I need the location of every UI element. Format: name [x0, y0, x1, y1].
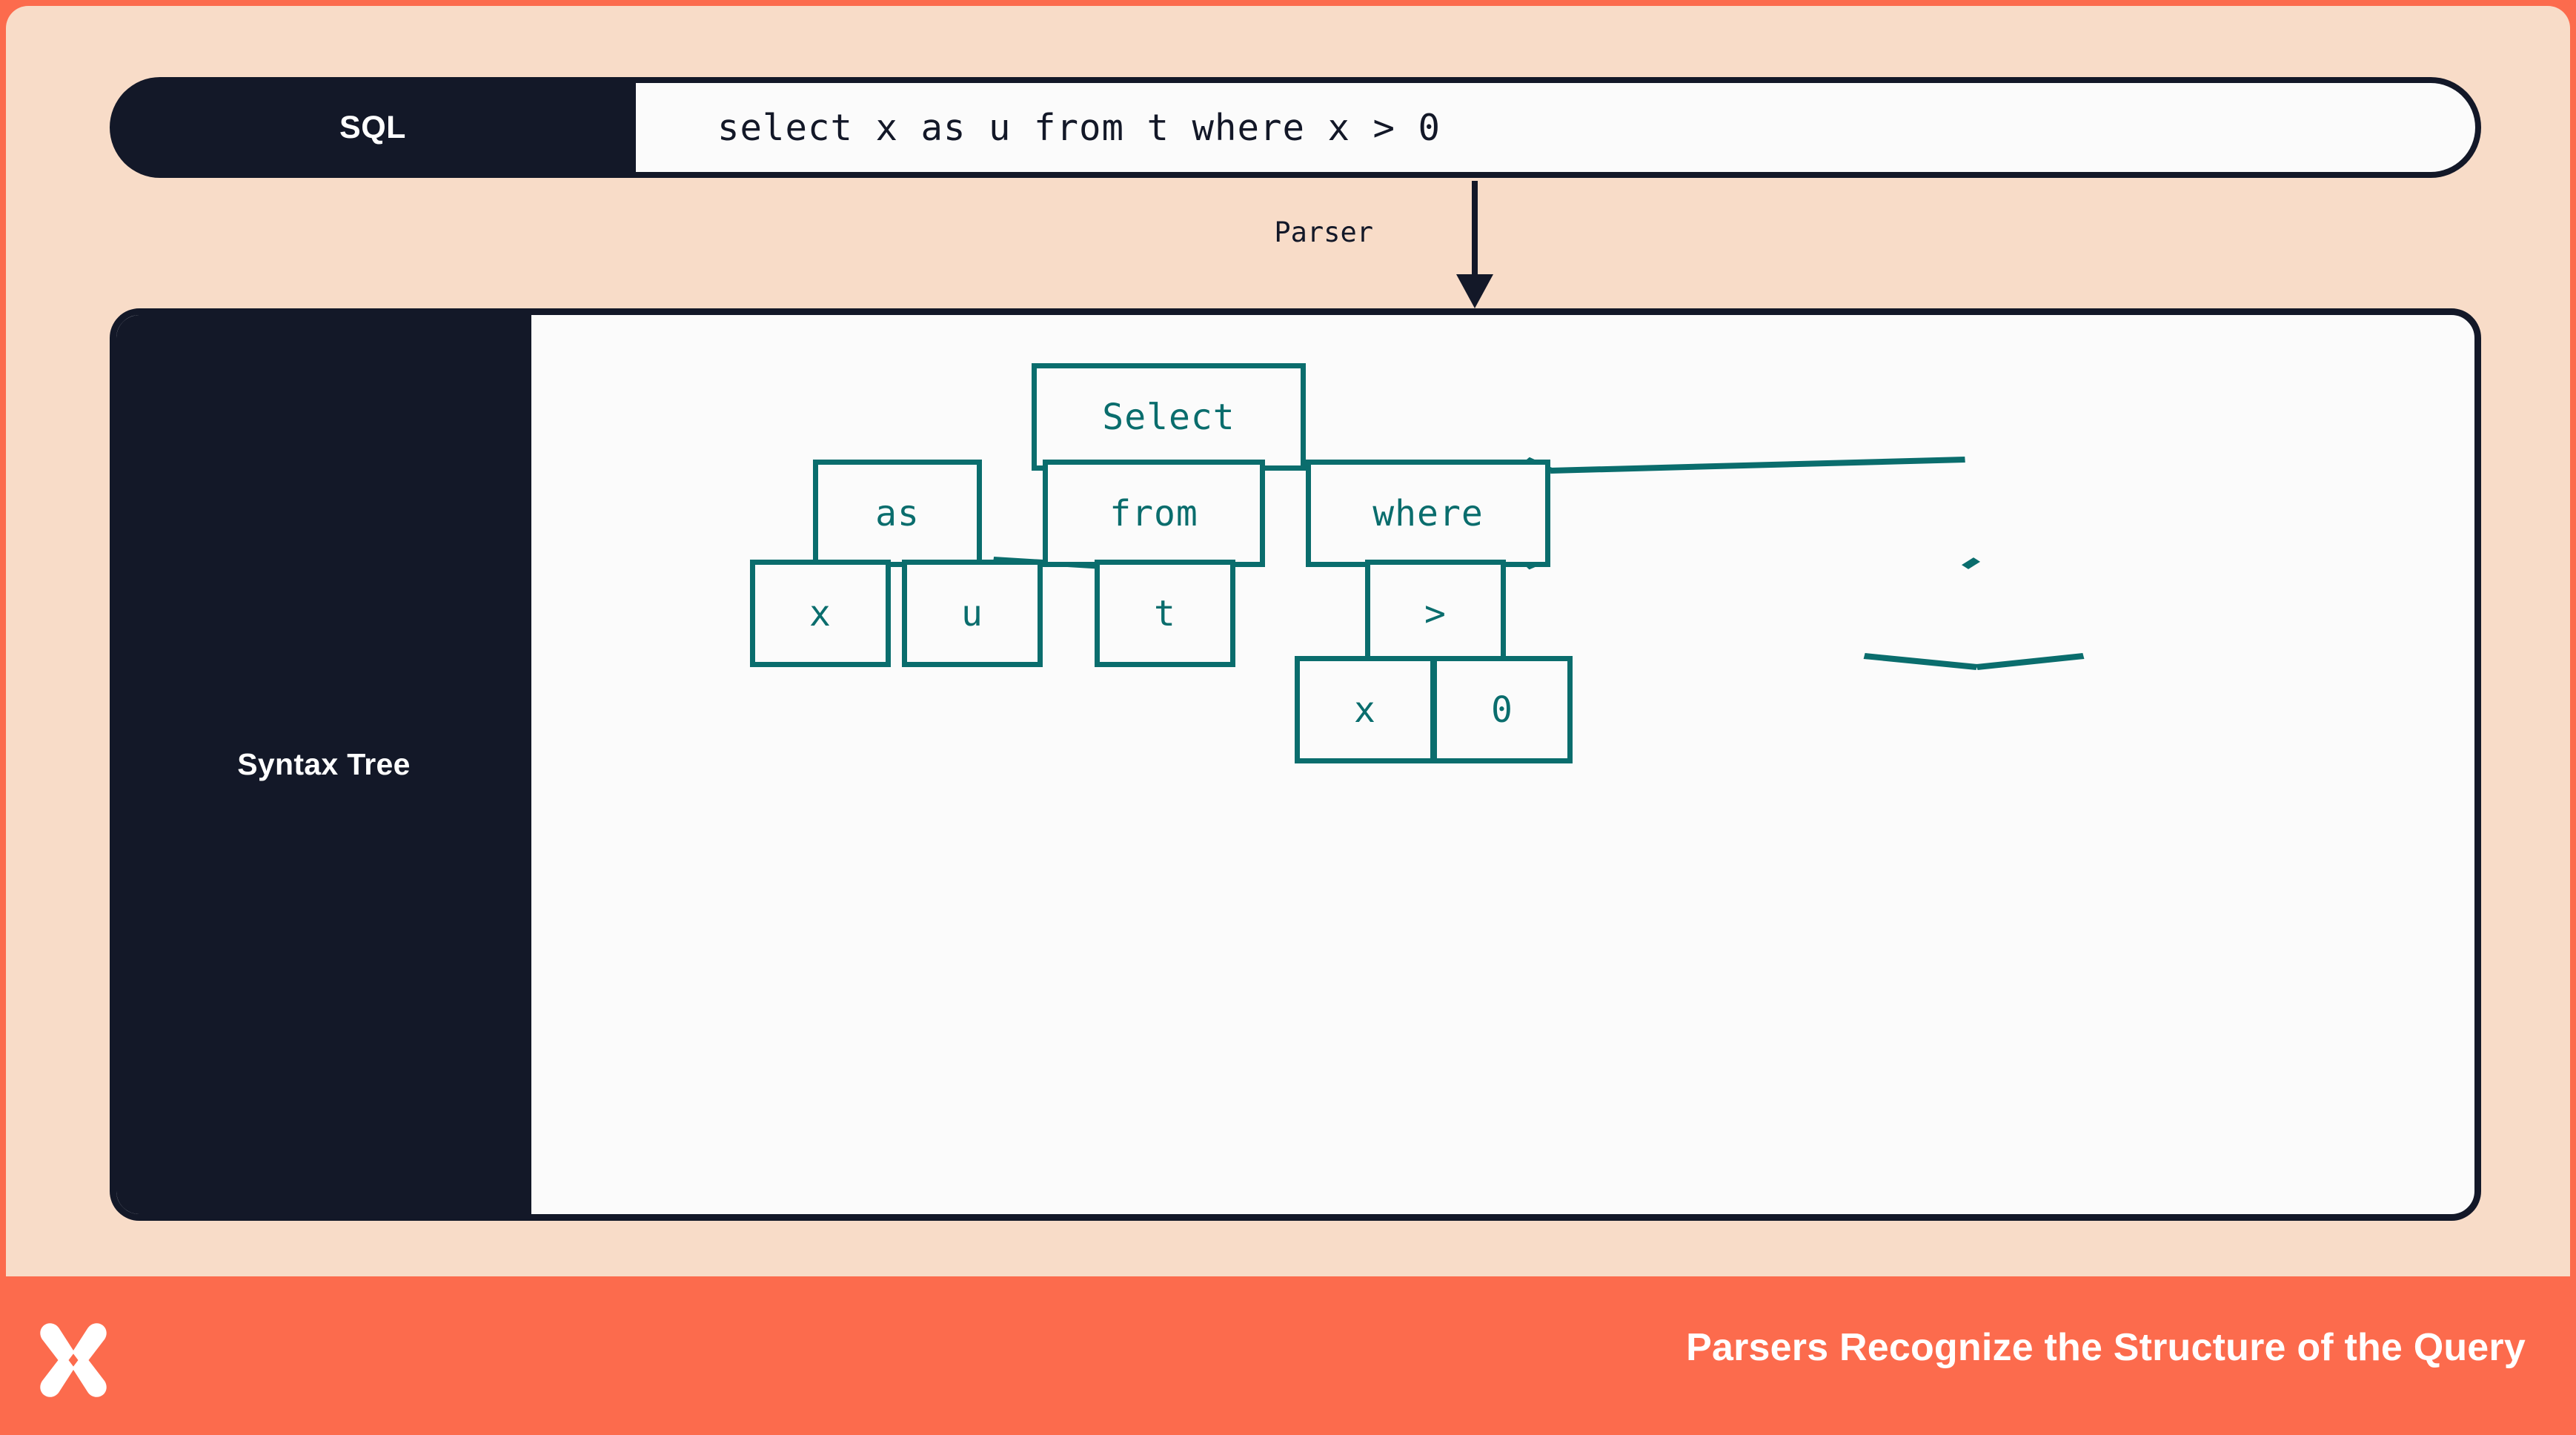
sql-query-field[interactable]: select x as u from t where x > 0: [636, 83, 2475, 172]
parser-label: Parser: [1274, 216, 1373, 248]
syntax-tree-sidebar: Syntax Tree: [116, 315, 531, 1214]
tree-edge: [1550, 457, 1965, 474]
tree-node-gt-0[interactable]: 0: [1432, 656, 1573, 763]
tree-node-as[interactable]: as: [813, 460, 982, 567]
arrow-shaft-icon: [1472, 181, 1478, 279]
tree-node-from-t[interactable]: t: [1095, 560, 1235, 667]
tree-node-label: x: [1354, 689, 1376, 731]
tree-node-label: t: [1154, 592, 1176, 634]
tree-node-label: u: [961, 592, 983, 634]
footer-caption: Parsers Recognize the Structure of the Q…: [1686, 1326, 2526, 1369]
tree-node-where[interactable]: where: [1306, 460, 1550, 567]
tree-node-gt-x[interactable]: x: [1295, 656, 1435, 763]
tree-node-label: from: [1109, 492, 1198, 534]
tree-edge: [1962, 557, 1981, 569]
tree-node-as-x[interactable]: x: [750, 560, 891, 667]
tree-node-label: Select: [1102, 396, 1235, 438]
parser-arrow-group: Parser: [1266, 181, 1636, 308]
syntax-tree-panel: Syntax Tree Select as from where x u t > x 0: [110, 308, 2481, 1221]
tree-node-label: where: [1372, 492, 1484, 534]
tree-node-from[interactable]: from: [1043, 460, 1265, 567]
sql-input-row: SQL select x as u from t where x > 0: [110, 77, 2481, 178]
syntax-tree-label: Syntax Tree: [237, 747, 411, 781]
tree-node-label: as: [875, 492, 920, 534]
content-card: SQL select x as u from t where x > 0 Par…: [6, 6, 2570, 1276]
sql-label: SQL: [339, 109, 406, 145]
footer-bar: [0, 1276, 2576, 1435]
tree-edge: [1863, 653, 1978, 670]
tree-node-select[interactable]: Select: [1032, 363, 1306, 471]
tree-edge: [1976, 653, 2085, 670]
tree-node-label: 0: [1491, 689, 1513, 731]
arrow-head-down-icon: [1456, 274, 1493, 308]
tree-node-label: x: [809, 592, 831, 634]
tree-node-as-u[interactable]: u: [902, 560, 1043, 667]
tree-node-label: >: [1424, 592, 1447, 634]
star-x-logo-icon: [40, 1323, 107, 1397]
tree-edges: [992, 457, 2085, 670]
sql-query-text: select x as u from t where x > 0: [717, 106, 1441, 149]
tree-node-gt[interactable]: >: [1365, 560, 1506, 667]
syntax-tree-canvas: Select as from where x u t > x 0: [531, 315, 2474, 1214]
